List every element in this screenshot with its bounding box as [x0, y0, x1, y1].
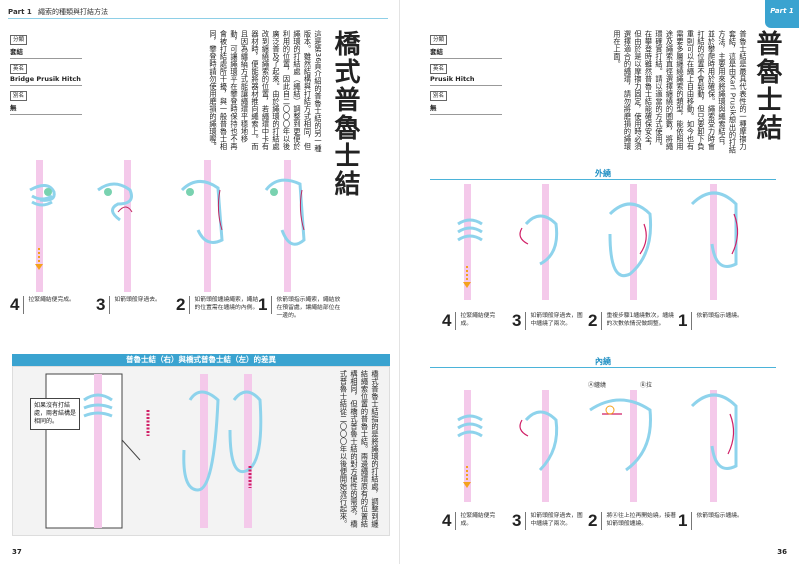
- field-value: Prusik Hitch: [430, 74, 502, 86]
- field-value: 無: [430, 101, 502, 115]
- step-caption: 1 依箭頭指示纏繞。: [678, 512, 774, 530]
- field-label: 分類: [10, 35, 28, 45]
- right-page: Part 1 分類 套結 英名 Prusik Hitch 別名 無 普魯士結 普…: [400, 0, 799, 564]
- step-text: 將Ⓐ往上拉再開始繞，接著如箭頭般纏繞。: [606, 513, 677, 527]
- part-label: Part 1: [8, 8, 32, 16]
- rope-pink: [36, 160, 291, 292]
- field-value: 套結: [10, 45, 82, 59]
- page-title: 橋式普魯士結: [330, 30, 360, 198]
- step-caption: 2 如箭頭般纏繞繩索，繩結的位置需在纏繞的內側。: [176, 296, 262, 314]
- callout-note: 如果沒有打結處，兩者結構是相同的。: [30, 398, 80, 430]
- field-label: 英名: [430, 64, 448, 74]
- info-box: 分類 套結 英名 Bridge Prusik Hitch 別名 無: [10, 30, 82, 115]
- outer-wrap-diagram: [457, 184, 739, 300]
- field-label: 別名: [430, 91, 448, 101]
- step-caption: 2 重複步驟1纏繞數次，纏繞的次數依情況做調整。: [588, 312, 680, 330]
- step-text: 拉緊繩結便完成。: [28, 297, 75, 303]
- left-page: Part 1 繩索的種類與打結方法 分類 套結 英名 Bridge Prusik…: [0, 0, 399, 564]
- field-label: 英名: [10, 64, 28, 74]
- section-heading-outer: 外繞: [430, 168, 776, 180]
- part-tab: Part 1: [765, 0, 799, 28]
- step-number: 1: [258, 295, 268, 314]
- step-text: 如箭頭般穿過去。: [114, 297, 161, 303]
- step-caption: 4 拉緊繩結便完成。: [442, 512, 518, 530]
- step-number: 2: [588, 311, 598, 330]
- step-number: 4: [10, 295, 20, 314]
- mark-b-label: Ⓑ拉: [640, 382, 653, 389]
- step-caption: 4 拉緊繩結便完成。: [10, 296, 90, 314]
- page-title: 普魯士結: [752, 30, 782, 142]
- step-text: 依箭頭指示纏繞。: [696, 313, 743, 319]
- field-value: Bridge Prusik Hitch: [10, 74, 82, 86]
- step-caption: 3 如箭頭般穿過去。: [96, 296, 176, 314]
- step-caption: 1 依箭頭指示繩索，繩結放在預留處，讓繩結部位在一邊的。: [258, 296, 348, 320]
- step-text: 如箭頭般纏繞繩索，繩結的位置需在纏繞的內側。: [194, 297, 259, 311]
- step-text: 如箭頭般穿過去，圍中纏繞了兩次。: [530, 313, 583, 327]
- step-number: 1: [678, 311, 688, 330]
- step-number: 2: [176, 295, 186, 314]
- bridge-prusik-steps-diagram: [29, 160, 306, 292]
- step-number: 3: [512, 311, 522, 330]
- step-text: 重複步驟1纏繞數次，纏繞的次數依情況做調整。: [606, 313, 674, 327]
- step-number: 3: [96, 295, 106, 314]
- step-number: 4: [442, 311, 452, 330]
- step-number: 3: [512, 511, 522, 530]
- step-text: 如箭頭般穿過去，圍中纏繞了兩次。: [530, 513, 583, 527]
- page-number: 36: [777, 548, 787, 556]
- info-box: 分類 套結 英名 Prusik Hitch 別名 無: [430, 30, 502, 115]
- step-caption: 3 如箭頭般穿過去，圍中纏繞了兩次。: [512, 312, 592, 330]
- body-text: 普魯士結是最具代表性的一種摩擦力套結，這是由Karl Prusik想出的打結方法…: [613, 30, 748, 154]
- inner-wrap-diagram: [457, 390, 738, 502]
- running-header: Part 1 繩索的種類與打結方法: [8, 7, 108, 17]
- chapter-title: 繩索的種類與打結方法: [38, 8, 109, 16]
- page-number: 37: [12, 548, 22, 556]
- step-caption: 1 依箭頭指示纏繞。: [678, 312, 774, 330]
- step-text: 依箭頭指示繩索，繩結放在預留處，讓繩結部位在一邊的。: [276, 297, 341, 319]
- difference-banner: 普魯士結（右）與橋式普魯士結（左）的差異: [12, 354, 390, 366]
- body-text: 這是第36頁介紹的普魯士結的另一種版本。雖然結構與打結方式相同，但繩環的打結處（…: [209, 30, 323, 153]
- difference-text: 橋式普魯士結指的是將繩環的打結處，調整到纏結繩索位置的普魯士結。兩邊繩環原有的位…: [339, 370, 381, 528]
- step-text: 依箭頭指示纏繞。: [696, 513, 743, 519]
- step-caption: 4 拉緊繩結便完成。: [442, 312, 518, 330]
- field-label: 分類: [430, 35, 448, 45]
- difference-diagram: [45, 373, 263, 529]
- step-number: 1: [678, 511, 688, 530]
- field-value: 無: [10, 101, 82, 115]
- section-heading-inner: 內繞: [430, 356, 776, 368]
- book-spine: [399, 0, 400, 564]
- mark-a-label: Ⓐ纏繞: [588, 382, 607, 389]
- step-caption: 2 將Ⓐ往上拉再開始繞，接著如箭頭般纏繞。: [588, 512, 680, 530]
- step-number: 4: [442, 511, 452, 530]
- step-text: 拉緊繩結便完成。: [460, 313, 496, 327]
- field-value: 套結: [430, 45, 502, 59]
- step-text: 拉緊繩結便完成。: [460, 513, 496, 527]
- field-label: 別名: [10, 91, 28, 101]
- step-number: 2: [588, 511, 598, 530]
- header-rule: [8, 18, 388, 19]
- step-caption: 3 如箭頭般穿過去，圍中纏繞了兩次。: [512, 512, 592, 530]
